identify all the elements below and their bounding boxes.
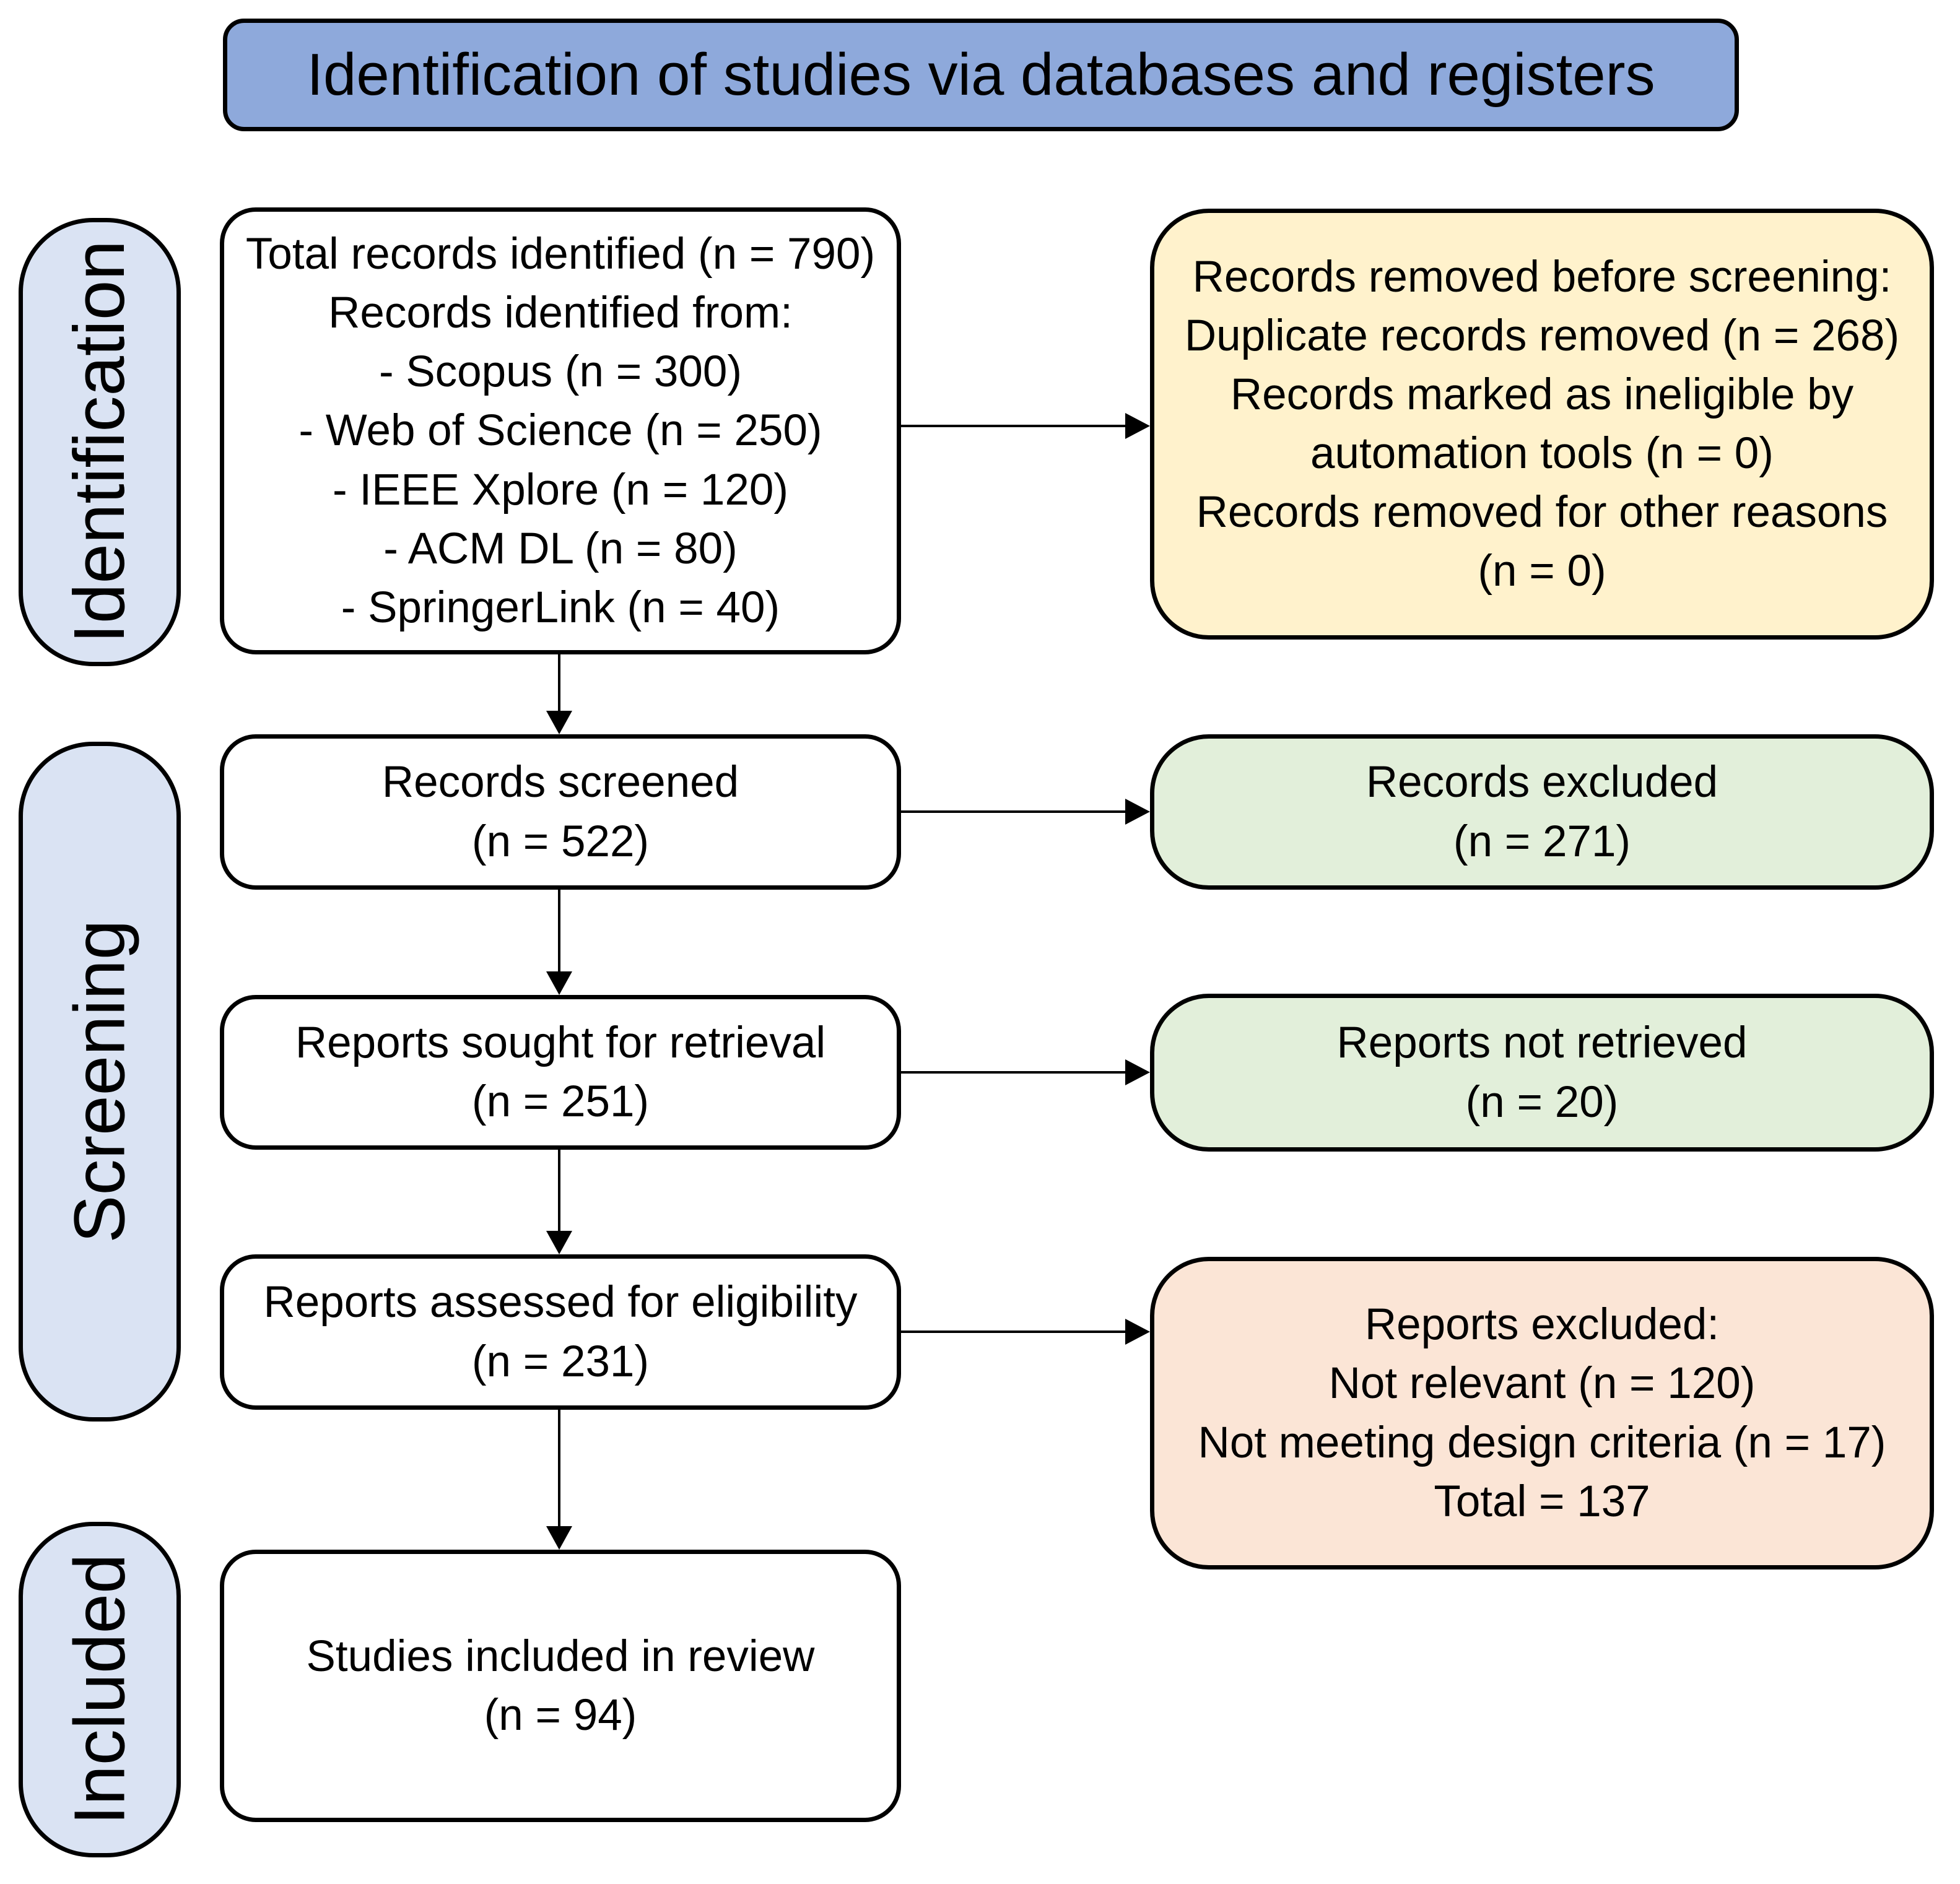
arrow-assessed-to-included-line — [558, 1410, 560, 1527]
box-reports-excluded: Reports excluded:Not relevant (n = 120)N… — [1150, 1257, 1934, 1569]
box-reports-not-retrieved: Reports not retrieved(n = 20) — [1150, 994, 1934, 1152]
box-reports-not-retrieved-text: Reports not retrieved(n = 20) — [1336, 1018, 1748, 1127]
arrow-identified-to-removed-line — [901, 425, 1126, 427]
box-records-screened: Records screened(n = 522) — [220, 734, 901, 890]
arrow-screened-to-excluded-line — [901, 810, 1126, 813]
box-reports-assessed-for-eligibility: Reports assessed for eligibility(n = 231… — [220, 1254, 901, 1410]
box-records-removed-before-screening: Records removed before screening:Duplica… — [1150, 209, 1934, 640]
stage-label-identification: Identification — [19, 218, 181, 666]
box-reports-assessed-for-eligibility-text: Reports assessed for eligibility(n = 231… — [263, 1278, 858, 1386]
box-studies-included-in-review: Studies included in review(n = 94) — [220, 1550, 901, 1822]
stage-label-screening-text: Screening — [59, 919, 140, 1244]
arrow-screened-to-sought-head-icon — [546, 971, 572, 995]
box-reports-excluded-text: Reports excluded:Not relevant (n = 120)N… — [1198, 1300, 1886, 1526]
arrow-screened-to-sought-line — [558, 890, 560, 973]
stage-label-screening: Screening — [19, 742, 181, 1422]
box-reports-sought-for-retrieval: Reports sought for retrieval(n = 251) — [220, 995, 901, 1150]
box-studies-included-in-review-text: Studies included in review(n = 94) — [306, 1631, 815, 1740]
box-total-records-identified: Total records identified (n = 790)Record… — [220, 207, 901, 654]
arrow-sought-to-not-retrieved-line — [901, 1071, 1126, 1074]
arrow-sought-to-assessed-head-icon — [546, 1231, 572, 1254]
arrow-sought-to-not-retrieved-head-icon — [1125, 1059, 1150, 1085]
box-records-screened-text: Records screened(n = 522) — [381, 758, 739, 866]
arrow-sought-to-assessed-line — [558, 1150, 560, 1232]
box-total-records-identified-text: Total records identified (n = 790)Record… — [245, 230, 876, 632]
arrow-assessed-to-reports-excluded-head-icon — [1125, 1319, 1150, 1345]
stage-label-included-text: Included — [59, 1553, 140, 1826]
box-records-removed-before-screening-text: Records removed before screening:Duplica… — [1184, 252, 1900, 596]
diagram-title: Identification of studies via databases … — [223, 19, 1739, 131]
box-records-excluded: Records excluded(n = 271) — [1150, 734, 1934, 890]
arrow-assessed-to-included-head-icon — [546, 1526, 572, 1550]
stage-label-identification-text: Identification — [59, 240, 140, 644]
stage-label-included: Included — [19, 1522, 181, 1857]
arrow-identified-to-screened-head-icon — [546, 711, 572, 734]
arrow-screened-to-excluded-head-icon — [1125, 799, 1150, 825]
arrow-assessed-to-reports-excluded-line — [901, 1331, 1126, 1333]
arrow-identified-to-removed-head-icon — [1125, 413, 1150, 439]
box-records-excluded-text: Records excluded(n = 271) — [1365, 758, 1718, 866]
box-reports-sought-for-retrieval-text: Reports sought for retrieval(n = 251) — [295, 1018, 826, 1126]
arrow-identified-to-screened-line — [558, 654, 560, 712]
